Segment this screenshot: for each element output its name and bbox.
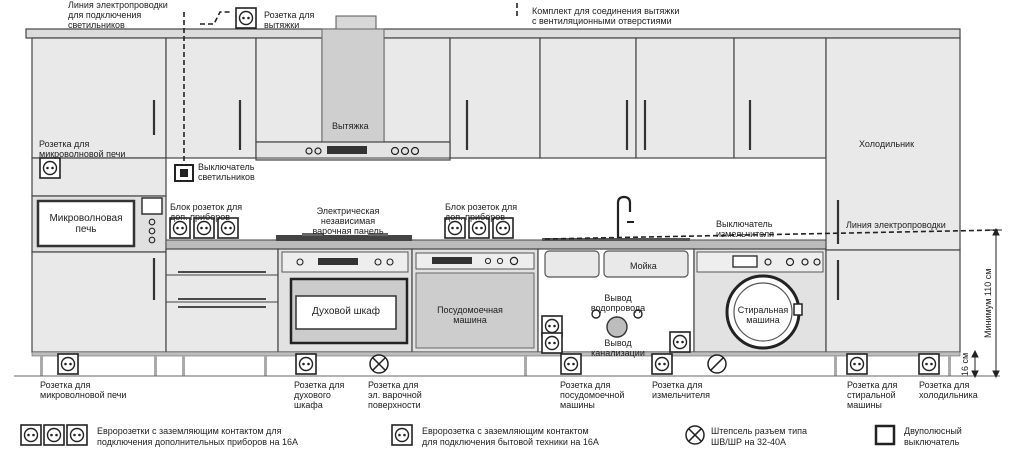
- legend-single-socket-icon: [391, 424, 413, 446]
- bottom-hob-plug-icon: [369, 354, 389, 374]
- bottom-dishwasher-socket-icon: [560, 353, 582, 375]
- bottom-fridge-socket-icon: [918, 353, 940, 375]
- microwave-socket-upper-icon: [39, 157, 61, 179]
- refrigerator: [825, 37, 961, 353]
- electrical-symbols: [39, 7, 940, 375]
- bottom-grinder-socket-icon: [651, 353, 673, 375]
- bottom-oven-socket-icon: [295, 353, 317, 375]
- hood-socket-icon: [235, 7, 257, 29]
- wiring-lines: [183, 0, 1001, 240]
- washer-plug-icon: [707, 354, 727, 374]
- height-dimension: [971, 227, 1002, 379]
- legend-plug-icon: [685, 425, 705, 445]
- dim-16-label: 16 см: [960, 352, 970, 376]
- legend-switch-icon: [874, 424, 896, 446]
- sink-label: Мойка: [630, 261, 657, 271]
- range-hood: [255, 15, 451, 161]
- tall-cabinet-left: [31, 157, 167, 353]
- plinth-floor: [14, 351, 1000, 377]
- wiring-line-label: Линия электропроводки: [846, 220, 946, 230]
- upper-cabinets: [25, 28, 961, 159]
- bottom-washer-socket-icon: [846, 353, 868, 375]
- bottom-mw-socket-icon: [57, 353, 79, 375]
- legend-symbols: [20, 424, 896, 446]
- hood-label: Вытяжка: [332, 121, 369, 131]
- lower-cabinets: [165, 248, 827, 353]
- fridge-label: Холодильник: [859, 139, 915, 149]
- min-height-label: Минимум 110 см: [983, 268, 993, 338]
- oven-label: Духовой шкаф: [312, 306, 380, 317]
